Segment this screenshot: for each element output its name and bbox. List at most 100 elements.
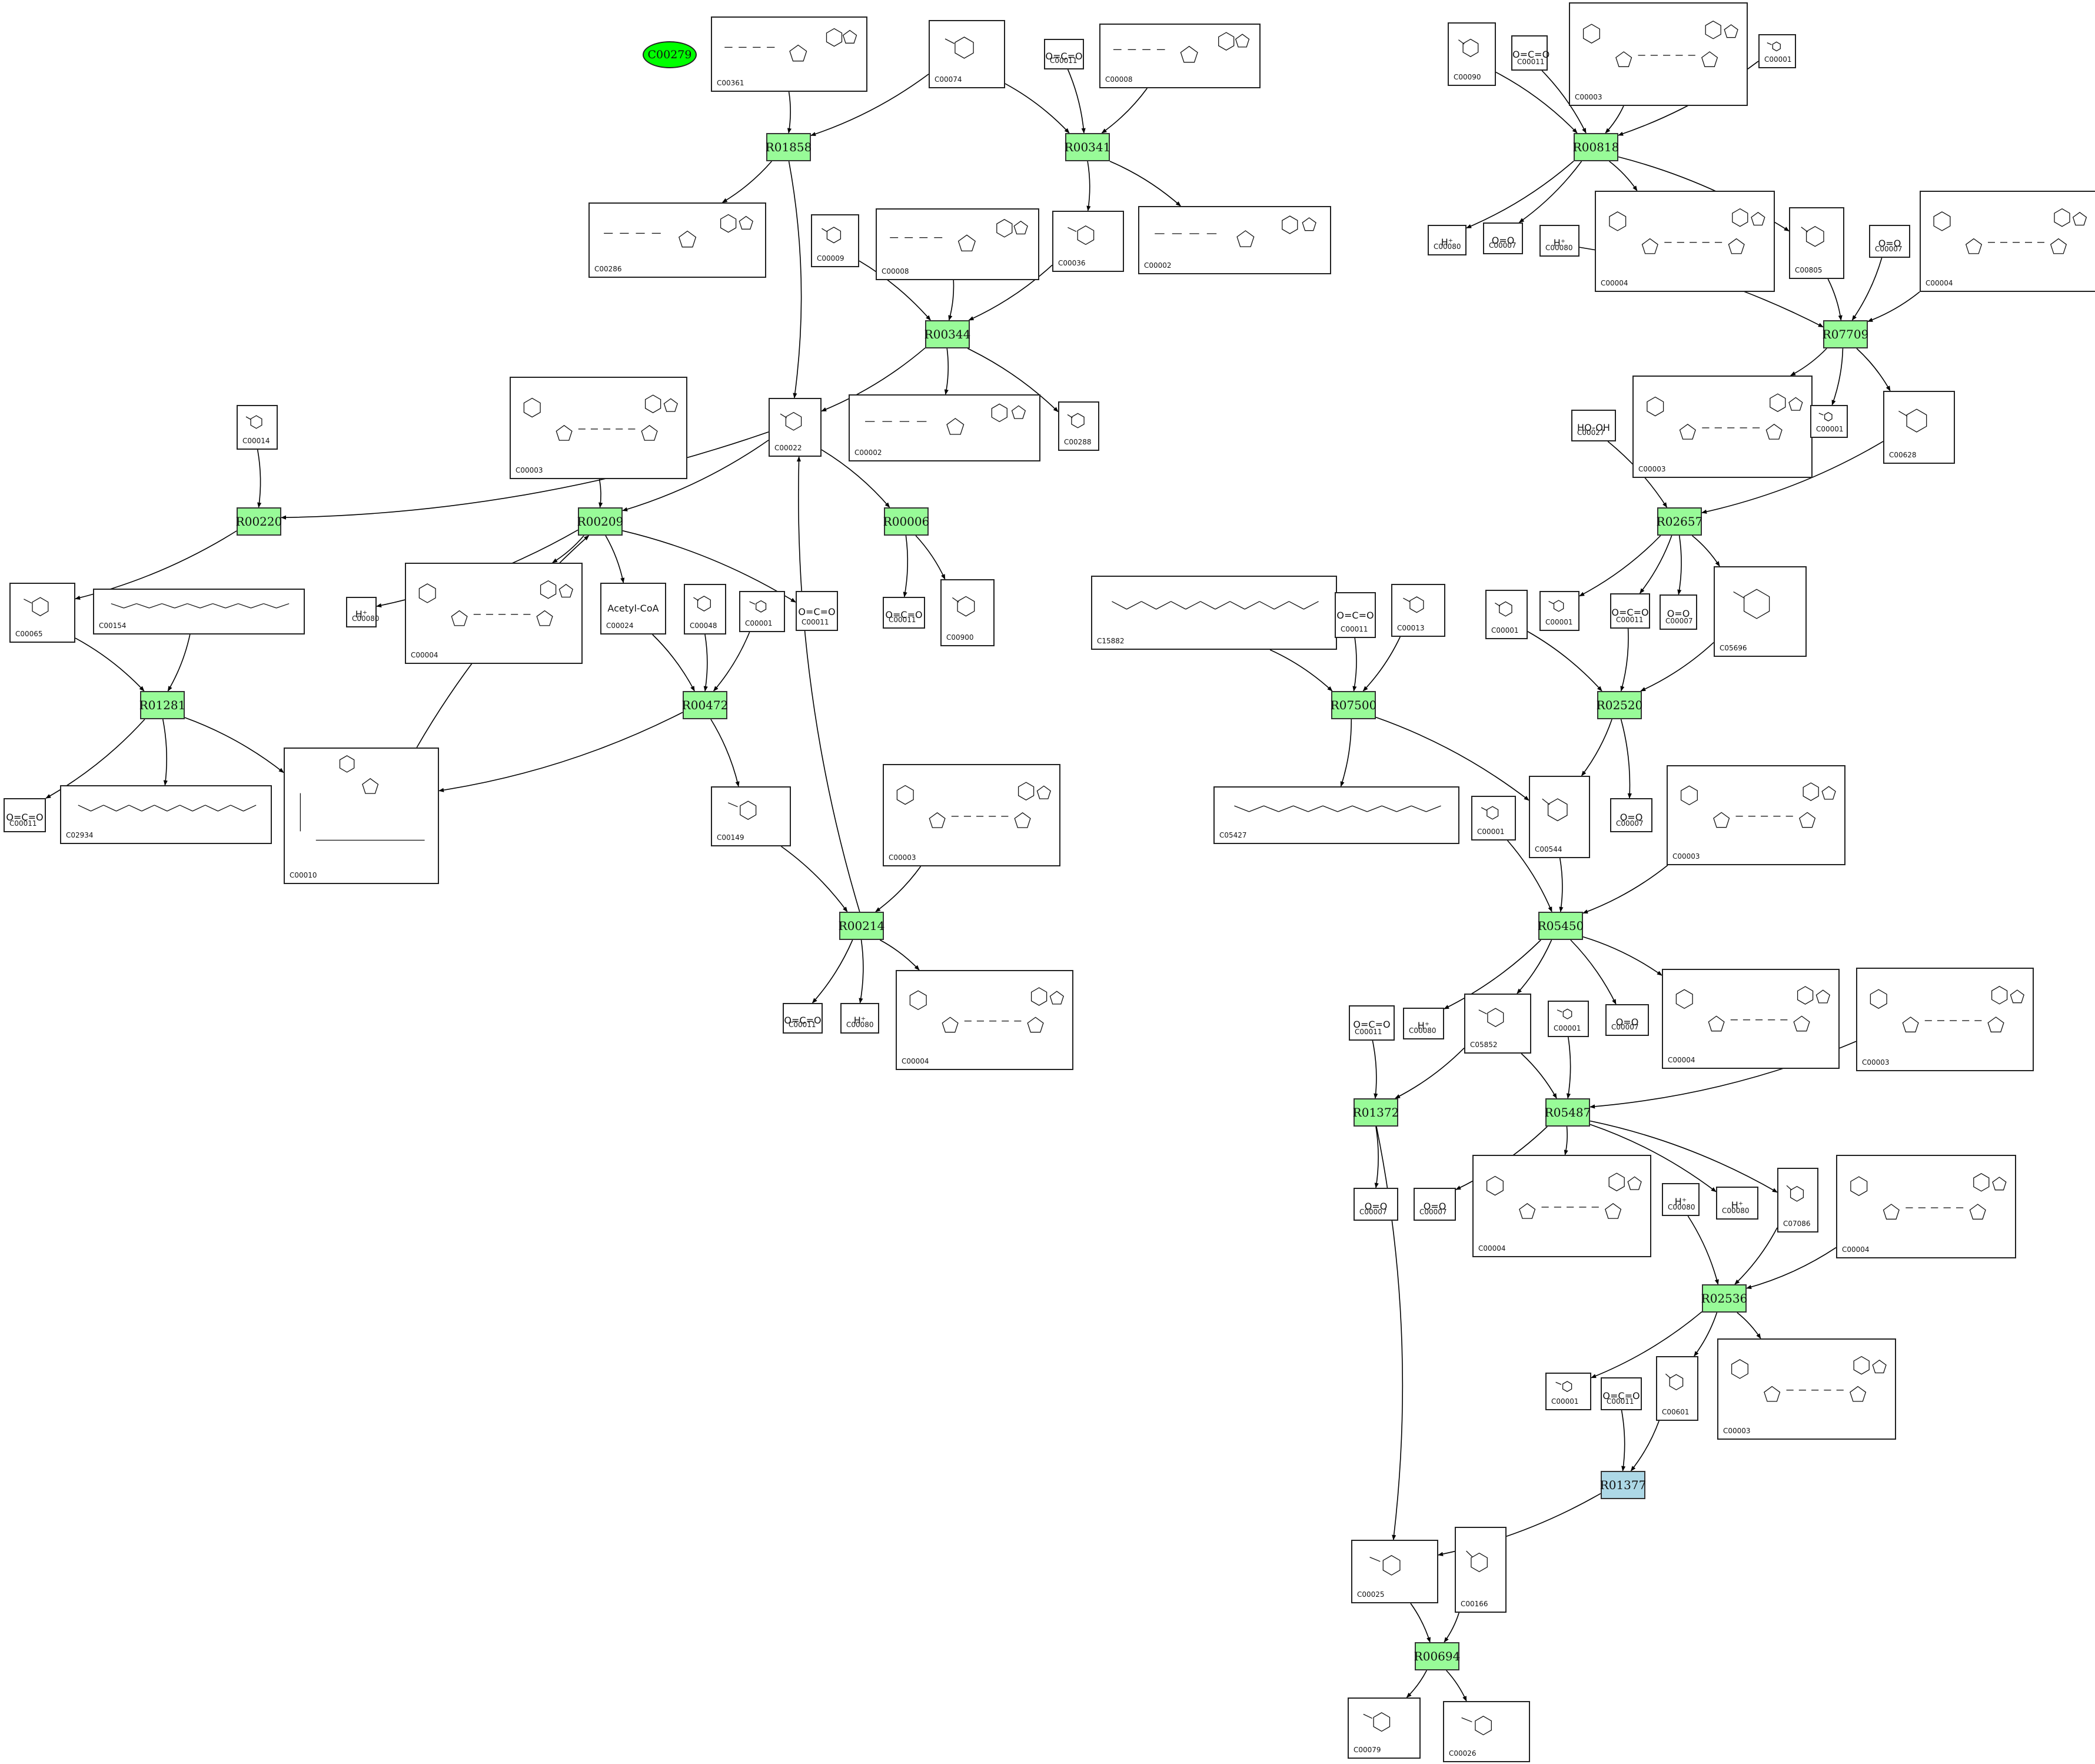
reaction-r00006[interactable]: R00006 xyxy=(883,507,929,536)
reaction-r07500[interactable]: R07500 xyxy=(1331,691,1376,719)
compound-c00036[interactable]: C00036 xyxy=(1052,211,1124,272)
compound-c00009[interactable]: C00009 xyxy=(811,214,859,267)
compound-c00048[interactable]: C00048 xyxy=(684,584,726,634)
compound-c00080[interactable]: H⁺C00080 xyxy=(1428,225,1466,255)
compound-c00004[interactable]: C00004 xyxy=(1662,969,1840,1069)
compound-c00004[interactable]: C00004 xyxy=(1920,191,2095,292)
reaction-r02536[interactable]: R02536 xyxy=(1701,1284,1747,1313)
reaction-r00694[interactable]: R00694 xyxy=(1414,1642,1460,1670)
compound-c00001[interactable]: C00001 xyxy=(1471,796,1516,841)
compound-c00026[interactable]: C00026 xyxy=(1443,1701,1530,1762)
reaction-r00214[interactable]: R00214 xyxy=(839,912,884,940)
compound-c00010[interactable]: C00010 xyxy=(284,748,439,884)
compound-c00025[interactable]: C00025 xyxy=(1351,1540,1438,1603)
compound-c00003[interactable]: C00003 xyxy=(1667,765,1845,865)
compound-c00001[interactable]: C00001 xyxy=(1810,405,1848,438)
reaction-r05487[interactable]: R05487 xyxy=(1545,1098,1591,1127)
compound-c00079[interactable]: C00079 xyxy=(1348,1697,1421,1759)
compound-c00004[interactable]: C00004 xyxy=(1472,1155,1651,1257)
compound-c00080[interactable]: H⁺C00080 xyxy=(1539,225,1579,257)
compound-c00001[interactable]: C00001 xyxy=(1539,591,1579,631)
compound-c00149[interactable]: C00149 xyxy=(711,786,791,846)
compound-c00805[interactable]: C00805 xyxy=(1789,207,1844,279)
map-label-node[interactable]: C00279 xyxy=(643,41,697,68)
compound-c00001[interactable]: C00001 xyxy=(1548,1001,1589,1037)
compound-c00544[interactable]: C00544 xyxy=(1529,776,1590,858)
compound-c00004[interactable]: C00004 xyxy=(896,970,1073,1070)
compound-c00080[interactable]: H⁺C00080 xyxy=(1716,1187,1758,1220)
reaction-r05450[interactable]: R05450 xyxy=(1538,912,1584,940)
reaction-r02657[interactable]: R02657 xyxy=(1657,507,1702,536)
reaction-r00818[interactable]: R00818 xyxy=(1573,133,1619,161)
reaction-r00220[interactable]: R00220 xyxy=(236,507,282,536)
compound-c00003[interactable]: C00003 xyxy=(1569,2,1748,106)
reaction-r00472[interactable]: R00472 xyxy=(682,691,728,719)
compound-c00074[interactable]: C00074 xyxy=(929,20,1005,88)
compound-c00361[interactable]: C00361 xyxy=(711,16,867,92)
compound-c00008[interactable]: C00008 xyxy=(876,208,1039,280)
compound-c00013[interactable]: C00013 xyxy=(1391,584,1445,637)
reaction-r01377[interactable]: R01377 xyxy=(1600,1471,1646,1499)
reaction-r00344[interactable]: R00344 xyxy=(925,320,970,348)
compound-c00001[interactable]: C00001 xyxy=(1485,590,1528,639)
compound-c02934[interactable]: C02934 xyxy=(60,785,272,844)
compound-c05696[interactable]: C05696 xyxy=(1714,566,1807,657)
compound-c00002[interactable]: C00002 xyxy=(849,394,1040,461)
compound-c00080[interactable]: H⁺C00080 xyxy=(1403,1008,1444,1039)
compound-c00080[interactable]: H⁺C00080 xyxy=(1662,1183,1700,1216)
compound-c05852[interactable]: C05852 xyxy=(1464,994,1531,1054)
compound-c00003[interactable]: C00003 xyxy=(1856,968,2034,1071)
compound-c00288[interactable]: C00288 xyxy=(1058,401,1099,451)
compound-c05427[interactable]: C05427 xyxy=(1213,786,1459,844)
compound-c00154[interactable]: C00154 xyxy=(93,589,305,634)
compound-c00080[interactable]: H⁺C00080 xyxy=(840,1003,879,1034)
compound-c00003[interactable]: C00003 xyxy=(883,764,1060,866)
reaction-r01372[interactable]: R01372 xyxy=(1353,1098,1399,1127)
compound-c15882[interactable]: C15882 xyxy=(1091,576,1337,650)
compound-c00003[interactable]: C00003 xyxy=(1632,376,1813,478)
compound-c00166[interactable]: C00166 xyxy=(1455,1527,1507,1613)
compound-c00090[interactable]: C00090 xyxy=(1448,22,1496,86)
compound-c00002[interactable]: C00002 xyxy=(1138,206,1331,274)
compound-c00601[interactable]: C00601 xyxy=(1656,1356,1698,1421)
compound-c00628[interactable]: C00628 xyxy=(1883,391,1955,464)
reaction-r01281[interactable]: R01281 xyxy=(139,691,185,719)
compound-c00004[interactable]: C00004 xyxy=(1595,191,1775,292)
compound-c00080[interactable]: H⁺C00080 xyxy=(346,597,380,627)
compound-c00008[interactable]: C00008 xyxy=(1099,24,1261,88)
reaction-r00341[interactable]: R00341 xyxy=(1065,133,1110,161)
reaction-r02520[interactable]: R02520 xyxy=(1597,691,1642,719)
compound-c00003[interactable]: C00003 xyxy=(510,377,687,479)
compound-c00001[interactable]: C00001 xyxy=(1758,34,1796,68)
reaction-r07709[interactable]: R07709 xyxy=(1823,320,1868,348)
compound-c07086[interactable]: C07086 xyxy=(1777,1168,1818,1233)
compound-c00065[interactable]: C00065 xyxy=(9,583,75,643)
compound-c00900[interactable]: C00900 xyxy=(940,579,995,646)
compound-c00001[interactable]: C00001 xyxy=(1545,1373,1591,1410)
compound-c00014[interactable]: C00014 xyxy=(237,405,278,450)
compound-c00022[interactable]: C00022 xyxy=(769,398,822,457)
compound-c00003[interactable]: C00003 xyxy=(1717,1338,1896,1440)
compound-c00004[interactable]: C00004 xyxy=(405,563,583,664)
reaction-r00209[interactable]: R00209 xyxy=(577,507,623,536)
compound-c00286[interactable]: C00286 xyxy=(588,202,766,278)
compound-c00001[interactable]: C00001 xyxy=(739,591,785,632)
